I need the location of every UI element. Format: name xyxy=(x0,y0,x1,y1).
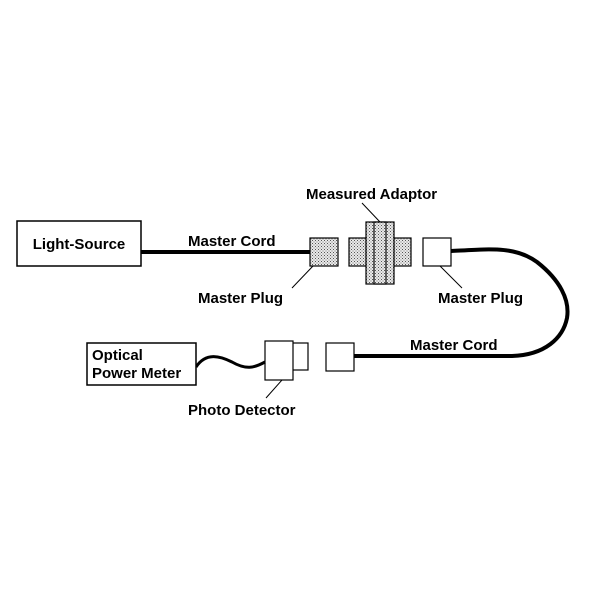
optical-power-meter-label-line2: Power Meter xyxy=(92,365,181,382)
optical-power-meter-box xyxy=(86,342,197,386)
photo-detector-back xyxy=(291,342,309,371)
photo-detector-front xyxy=(264,340,294,381)
master-plug-right-label: Master Plug xyxy=(438,290,523,307)
detector-cable xyxy=(194,355,266,369)
master-plug-left-leader xyxy=(291,265,314,289)
adaptor-left-sleeve xyxy=(348,237,368,267)
master-cord-bottom-label: Master Cord xyxy=(410,337,498,354)
light-source-box xyxy=(16,220,142,267)
master-plug-left-label: Master Plug xyxy=(198,290,283,307)
master-plug-bottom xyxy=(325,342,355,372)
measured-adaptor-leader xyxy=(361,202,381,223)
measured-adaptor-label: Measured Adaptor xyxy=(306,186,437,203)
optical-power-meter-label-line1: Optical xyxy=(92,347,143,364)
adaptor-right-sleeve xyxy=(392,237,412,267)
adaptor-body-inner xyxy=(373,221,387,285)
master-plug-left xyxy=(309,237,339,267)
master-cord-top-label: Master Cord xyxy=(188,233,276,250)
master-cord-loop xyxy=(354,247,570,358)
master-plug-right-leader xyxy=(439,265,463,289)
master-plug-right xyxy=(422,237,452,267)
light-source-label: Light-Source xyxy=(33,236,126,253)
photo-detector-leader xyxy=(265,379,283,399)
photo-detector-label: Photo Detector xyxy=(188,402,296,419)
